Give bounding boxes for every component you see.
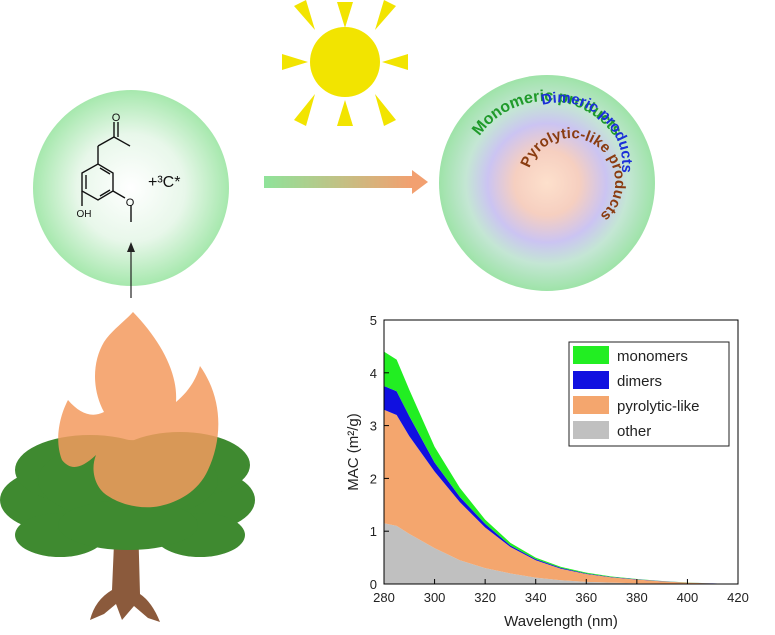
legend-swatch-dimers — [573, 371, 609, 389]
x-tick-label: 320 — [474, 590, 496, 605]
x-tick-label: 380 — [626, 590, 648, 605]
legend-label-other: other — [617, 423, 651, 440]
reaction-arrow — [264, 170, 428, 194]
x-tick-label: 400 — [677, 590, 699, 605]
precursor-molecule — [81, 122, 132, 222]
legend-swatch-pyrolytic-like — [573, 396, 609, 414]
x-tick-label: 360 — [575, 590, 597, 605]
y-tick-label: 4 — [370, 366, 377, 381]
y-tick-label: 5 — [370, 313, 377, 328]
hydroxyl-label: OH — [77, 209, 92, 220]
x-tick-label: 300 — [424, 590, 446, 605]
x-tick-label: 280 — [373, 590, 395, 605]
area-other — [384, 523, 738, 584]
emission-arrow — [127, 242, 135, 298]
carbonyl-oxygen: O — [112, 112, 121, 124]
x-tick-label: 420 — [727, 590, 749, 605]
products-circle — [439, 75, 655, 291]
x-axis-label: Wavelength (nm) — [504, 613, 618, 630]
legend-swatch-monomers — [573, 346, 609, 364]
sun-icon — [282, 0, 408, 126]
legend-label-pyrolytic-like: pyrolytic-like — [617, 398, 700, 415]
x-tick-label: 340 — [525, 590, 547, 605]
area-pyrolytic-like — [384, 409, 738, 584]
plot-frame — [383, 319, 739, 585]
triplet-oxidant-label: +³C* — [148, 174, 180, 191]
legend-label-monomers: monomers — [617, 348, 688, 365]
legend-label-dimers: dimers — [617, 373, 662, 390]
reactant-circle — [33, 90, 229, 286]
y-tick-label: 0 — [370, 577, 377, 592]
mac-chart: 280 300 320 340 360 380 400 420 0 1 2 3 4 5Wavelength… — [345, 313, 749, 630]
y-tick-label: 3 — [370, 419, 377, 434]
flame-icon — [58, 312, 219, 508]
legend-swatch-other — [573, 421, 609, 439]
y-tick-label: 1 — [370, 524, 377, 539]
tree-trunk — [90, 520, 160, 622]
y-tick-label: 2 — [370, 471, 377, 486]
y-axis-label: MAC (m²/g) — [345, 413, 362, 491]
methoxy-oxygen: O — [126, 197, 135, 209]
